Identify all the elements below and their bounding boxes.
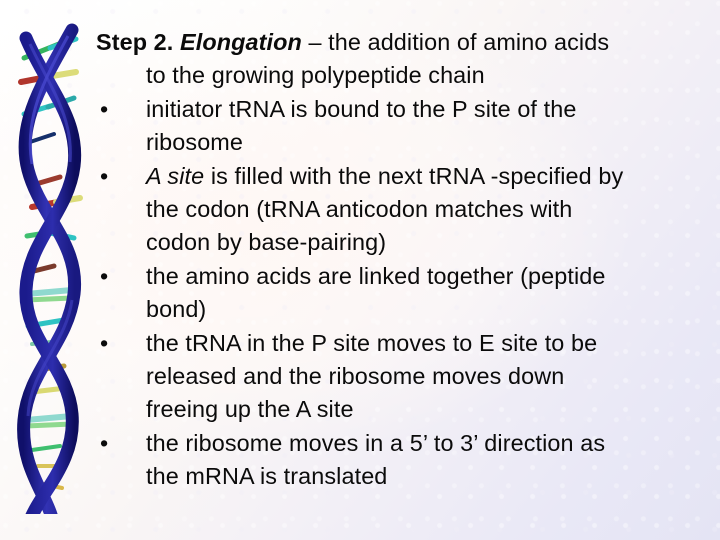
bullet-4-line-3: freeing up the A site — [146, 396, 354, 423]
bullet-5-line-2: the mRNA is translated — [146, 463, 388, 490]
bullet-marker-icon: • — [100, 95, 109, 122]
bullet-marker-icon: • — [100, 262, 109, 289]
heading-rest: – the addition of amino acids — [301, 29, 610, 55]
bullet-item-2: • A site is filled with the next tRNA -s… — [96, 160, 718, 260]
bullet-marker-icon: • — [100, 429, 109, 456]
dna-highlight-b — [28, 43, 72, 163]
bullet-item-4: • the tRNA in the P site moves to E site… — [96, 327, 718, 427]
bullet-1-line-1: initiator tRNA is bound to the P site of… — [146, 95, 577, 122]
dna-backbone-strand-a — [17, 23, 82, 514]
heading-term-elongation: Elongation — [180, 29, 302, 55]
bullet-item-3: • the amino acids are linked together (p… — [96, 260, 718, 327]
bullet-2-line-3: codon by base-pairing) — [146, 229, 387, 256]
dna-backbone-strand-b — [19, 31, 82, 514]
heading-line-1: Step 2. Elongation – the addition of ami… — [96, 26, 718, 59]
dna-highlight-a — [28, 35, 70, 165]
bullet-4-line-2: released and the ribosome moves down — [146, 363, 565, 390]
dna-highlight-c — [26, 299, 74, 417]
heading-continuation-line: to the growing polypeptide chain — [146, 62, 485, 89]
dna-double-helix-image — [2, 14, 94, 514]
bullet-5-line-1: the ribosome moves in a 5’ to 3’ directi… — [146, 429, 606, 456]
heading-step-label: Step 2. — [96, 29, 174, 55]
bullet-2-line-1: A site is filled with the next tRNA -spe… — [146, 160, 718, 193]
bullet-3-line-2: bond) — [146, 296, 207, 323]
bullet-3-line-1: the amino acids are linked together (pep… — [146, 262, 606, 289]
heading-paragraph: Step 2. Elongation – the addition of ami… — [96, 26, 718, 93]
bullet-2-line-2: the codon (tRNA anticodon matches with — [146, 196, 573, 223]
bullet-marker-icon: • — [100, 162, 109, 189]
bullet-item-1: • initiator tRNA is bound to the P site … — [96, 93, 718, 160]
bullet-2-line-1-rest: is filled with the next tRNA -specified … — [204, 162, 624, 189]
term-a-site: A site — [146, 162, 205, 189]
bullet-4-line-1: the tRNA in the P site moves to E site t… — [146, 329, 598, 356]
bullet-item-5: • the ribosome moves in a 5’ to 3’ direc… — [96, 427, 718, 494]
bullet-1-line-2: ribosome — [146, 129, 244, 156]
slide-body-text: Step 2. Elongation – the addition of ami… — [96, 26, 718, 494]
dna-helix-icon — [17, 23, 83, 514]
bullet-marker-icon: • — [100, 329, 109, 356]
